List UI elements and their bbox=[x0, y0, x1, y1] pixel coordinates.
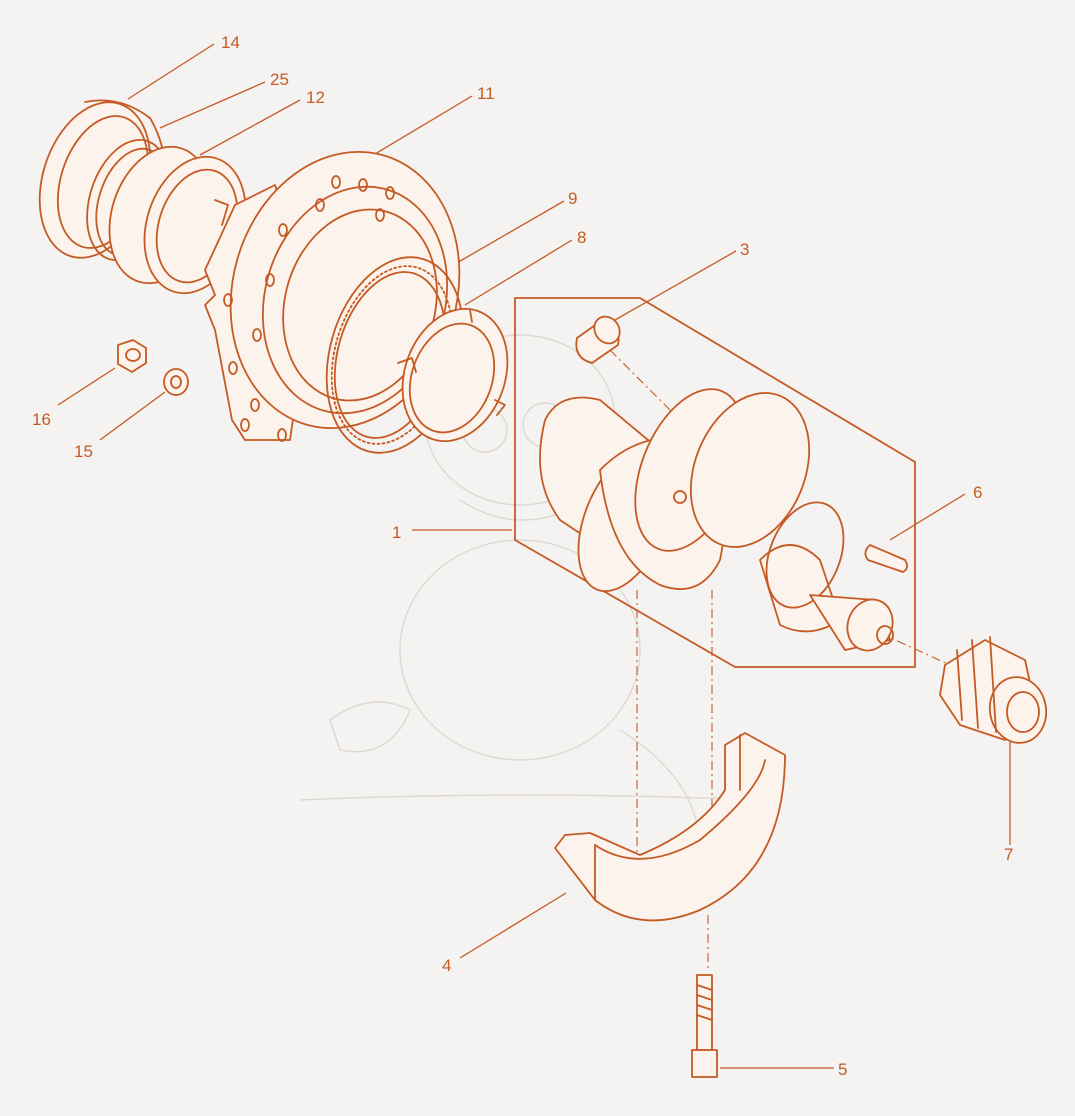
callout-4: 4 bbox=[442, 956, 451, 975]
part-6-key bbox=[864, 544, 908, 573]
leader-line bbox=[464, 239, 573, 306]
callout-6: 6 bbox=[973, 483, 982, 502]
leader-line bbox=[889, 493, 966, 541]
bolt-hole bbox=[223, 293, 233, 307]
part-8-bearing-cage bbox=[397, 307, 509, 443]
part-15-washer bbox=[163, 368, 189, 396]
part-4-counterweight bbox=[554, 732, 786, 922]
leader-line bbox=[57, 367, 116, 406]
axis-line bbox=[609, 349, 681, 421]
bolt-hole bbox=[375, 208, 385, 222]
callout-leaders bbox=[57, 43, 1011, 1069]
part-3-bearing-roller bbox=[575, 315, 621, 364]
housing-bolt-holes bbox=[223, 175, 395, 442]
bolt-hole bbox=[277, 428, 287, 442]
callout-8: 8 bbox=[577, 228, 586, 247]
leader-line bbox=[364, 95, 473, 161]
bolt-hole bbox=[228, 361, 238, 375]
callout-3: 3 bbox=[740, 240, 749, 259]
callout-15: 15 bbox=[74, 442, 93, 461]
callout-labels: 14 25 12 11 9 8 3 16 15 1 6 7 4 5 bbox=[32, 33, 1013, 1079]
leader-line bbox=[199, 99, 301, 156]
bolt-hole bbox=[331, 175, 341, 189]
leader-line bbox=[459, 892, 567, 959]
leader-line bbox=[159, 81, 266, 129]
leader-line bbox=[99, 391, 166, 441]
bolt-hole bbox=[265, 273, 275, 287]
bolt-hole bbox=[385, 186, 395, 200]
bolt-hole bbox=[240, 418, 250, 432]
callout-7: 7 bbox=[1004, 845, 1013, 864]
bolt-hole bbox=[358, 178, 368, 192]
bolt-hole bbox=[278, 223, 288, 237]
leader-line bbox=[614, 250, 737, 321]
leader-line bbox=[127, 43, 215, 100]
bolt-hole bbox=[250, 398, 260, 412]
callout-9: 9 bbox=[568, 189, 577, 208]
callout-5: 5 bbox=[838, 1060, 847, 1079]
leader-line bbox=[454, 200, 565, 265]
assembly-1-frame bbox=[514, 297, 916, 668]
bolt-hole bbox=[252, 328, 262, 342]
callout-14: 14 bbox=[221, 33, 240, 52]
part-1-crankshaft bbox=[539, 388, 894, 652]
callout-12: 12 bbox=[306, 88, 325, 107]
callout-25: 25 bbox=[270, 70, 289, 89]
part-11-crankcase-housing bbox=[204, 151, 461, 442]
callout-16: 16 bbox=[32, 410, 51, 429]
watermark-figure bbox=[299, 334, 761, 851]
callout-11: 11 bbox=[477, 84, 495, 103]
part-7-drive-gear bbox=[939, 636, 1048, 744]
callout-1: 1 bbox=[392, 523, 401, 542]
part-16-hex-nut bbox=[117, 339, 147, 373]
part-5-cap-screw bbox=[691, 974, 718, 1078]
bolt-hole bbox=[315, 198, 325, 212]
